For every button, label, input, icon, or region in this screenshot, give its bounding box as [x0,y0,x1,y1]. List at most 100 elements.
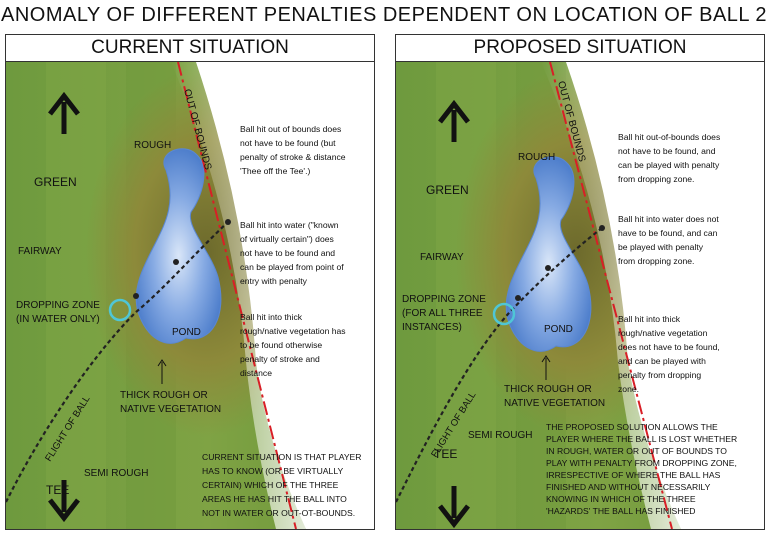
note-line: can be played with penalty [618,160,720,170]
note-summary: CURRENT SITUATION IS THAT PLAYER HAS TO … [202,452,362,518]
ball-position-rough [515,295,521,301]
note-line: NOT IN WATER OR OUT-OT-BOUNDS. [202,508,355,518]
note-line: to be found otherwise [240,340,322,350]
ball-position-water [173,259,179,265]
note-line: and can be played with [618,356,706,366]
note-line: HAS TO KNOW (OR BE VIRTUALLY [202,466,343,476]
note-line: rough/native vegetation has [240,326,346,336]
label-dropping-zone-2: (IN WATER ONLY) [16,314,100,325]
note-thick-rough: Ball hit into thick rough/native vegetat… [240,312,346,378]
label-fairway: FAIRWAY [420,252,464,263]
down-arrow-head-icon [438,504,470,529]
label-green: GREEN [426,183,469,197]
note-line: rough/native vegetation [618,328,708,338]
label-thick-rough-2: NATIVE VEGETATION [120,404,221,415]
note-line: can be played from point of [240,262,344,272]
ball-position-oob [599,225,605,231]
label-dropping-zone-1: DROPPING ZONE [402,294,486,305]
note-line: 'HAZARDS' THE BALL HAS FINISHED [546,506,695,516]
label-tee: TEE [434,447,457,461]
note-line: KNOWING IN WHICH OF THE THREE [546,494,696,504]
label-rough: ROUGH [134,140,171,151]
panel-header-current: CURRENT SITUATION [6,35,374,62]
note-line: FINISHED AND WITHOUT NECESSARILY [546,482,711,492]
panel-proposed-situation: PROPOSED SITUATION [395,34,765,530]
note-line: IN ROUGH, WATER OR OUT OF BOUNDS TO [546,446,727,456]
note-line: AREAS HE HAS HIT THE BALL INTO [202,494,347,504]
label-dropping-zone-3: INSTANCES) [402,322,462,333]
course-diagram-proposed: ROUGH OUT OF BOUNDS GREEN FAIRWAY DROPPI… [396,62,764,529]
note-water: Ball hit into water ("known of virtually… [240,220,344,286]
note-line: not have to be found and [240,248,335,258]
label-green: GREEN [34,175,77,189]
label-tee: TEE [46,483,69,497]
note-line: penalty of stroke and [240,354,320,364]
note-line: penalty from dropping [618,370,701,380]
thick-rough-pointer-head [157,359,167,367]
note-line: Ball hit into water ("known [240,220,339,230]
note-water: Ball hit into water does not have to be … [618,214,719,266]
note-line: Ball hit into water does not [618,214,719,224]
out-of-bounds-fade [541,62,681,529]
label-dropping-zone-1: DROPPING ZONE [16,300,100,311]
label-pond: POND [172,327,201,338]
note-line: Ball hit into thick [240,312,303,322]
note-line: from dropping zone. [618,256,694,266]
note-out-of-bounds: Ball hit out of bounds does not have to … [240,124,346,176]
flight-of-ball-path [6,221,229,503]
note-line: does not have to be found, [618,342,720,352]
note-line: not have to be found, and [618,146,716,156]
panel-current-situation: CURRENT SITUATION [5,34,375,530]
ball-position-water [545,265,551,271]
out-of-bounds-fade [171,62,306,529]
label-rough: ROUGH [518,152,555,163]
dropping-zone-circle [108,298,132,322]
thick-rough-pointer-head [541,355,551,363]
note-line: not have to be found (but [240,138,336,148]
note-line: THE PROPOSED SOLUTION ALLOWS THE [546,422,718,432]
pond [505,156,592,352]
note-line: Ball hit out of bounds does [240,124,341,134]
ball-position-oob [225,219,231,225]
out-of-bounds-line [177,62,297,529]
note-line: be played with penalty [618,242,704,252]
up-arrow-head-icon [48,91,80,116]
note-line: PLAY WITH PENALTY FROM DROPPING ZONE, [546,458,737,468]
main-title: ANOMALY OF DIFFERENT PENALTIES DEPENDENT… [1,4,767,26]
note-line: IRRESPECTIVE OF WHERE THE BALL HAS [546,470,721,480]
note-line: 'Thee off the Tee'.) [240,166,310,176]
dropping-zone-circle [492,302,516,326]
up-arrow-head-icon [438,99,470,124]
note-line: PLAYER WHERE THE BALL IS LOST WHETHER [546,434,737,444]
note-line: of virtually certain") does [240,234,334,244]
label-thick-rough-1: THICK ROUGH OR [504,384,592,395]
note-out-of-bounds: Ball hit out-of-bounds does not have to … [618,132,720,184]
out-of-bounds-line [549,62,673,529]
note-line: entry with penalty [240,276,308,286]
note-thick-rough: Ball hit into thick rough/native vegetat… [618,314,720,394]
note-line: Ball hit out-of-bounds does [618,132,720,142]
label-thick-rough-2: NATIVE VEGETATION [504,398,605,409]
course-diagram-current: ROUGH OUT OF BOUNDS GREEN FAIRWAY DROPPI… [6,62,374,529]
note-line: CERTAIN) WHICH OF THE THREE [202,480,339,490]
down-arrow-head-icon [48,498,80,523]
flight-of-ball-path [396,227,603,503]
note-line: zone. [618,384,639,394]
pond [135,148,222,344]
note-line: penalty of stroke & distance [240,152,346,162]
label-semi-rough: SEMI ROUGH [84,468,148,479]
label-fairway: FAIRWAY [18,246,62,257]
note-line: distance [240,368,272,378]
note-summary: THE PROPOSED SOLUTION ALLOWS THE PLAYER … [546,422,737,516]
panel-header-proposed: PROPOSED SITUATION [396,35,764,62]
note-line: Ball hit into thick [618,314,681,324]
label-pond: POND [544,324,573,335]
label-semi-rough: SEMI ROUGH [468,430,532,441]
note-line: have to be found, and can [618,228,718,238]
label-dropping-zone-2: (FOR ALL THREE [402,308,483,319]
note-line: CURRENT SITUATION IS THAT PLAYER [202,452,362,462]
label-thick-rough-1: THICK ROUGH OR [120,390,208,401]
ball-position-dropping [133,293,139,299]
note-line: from dropping zone. [618,174,694,184]
